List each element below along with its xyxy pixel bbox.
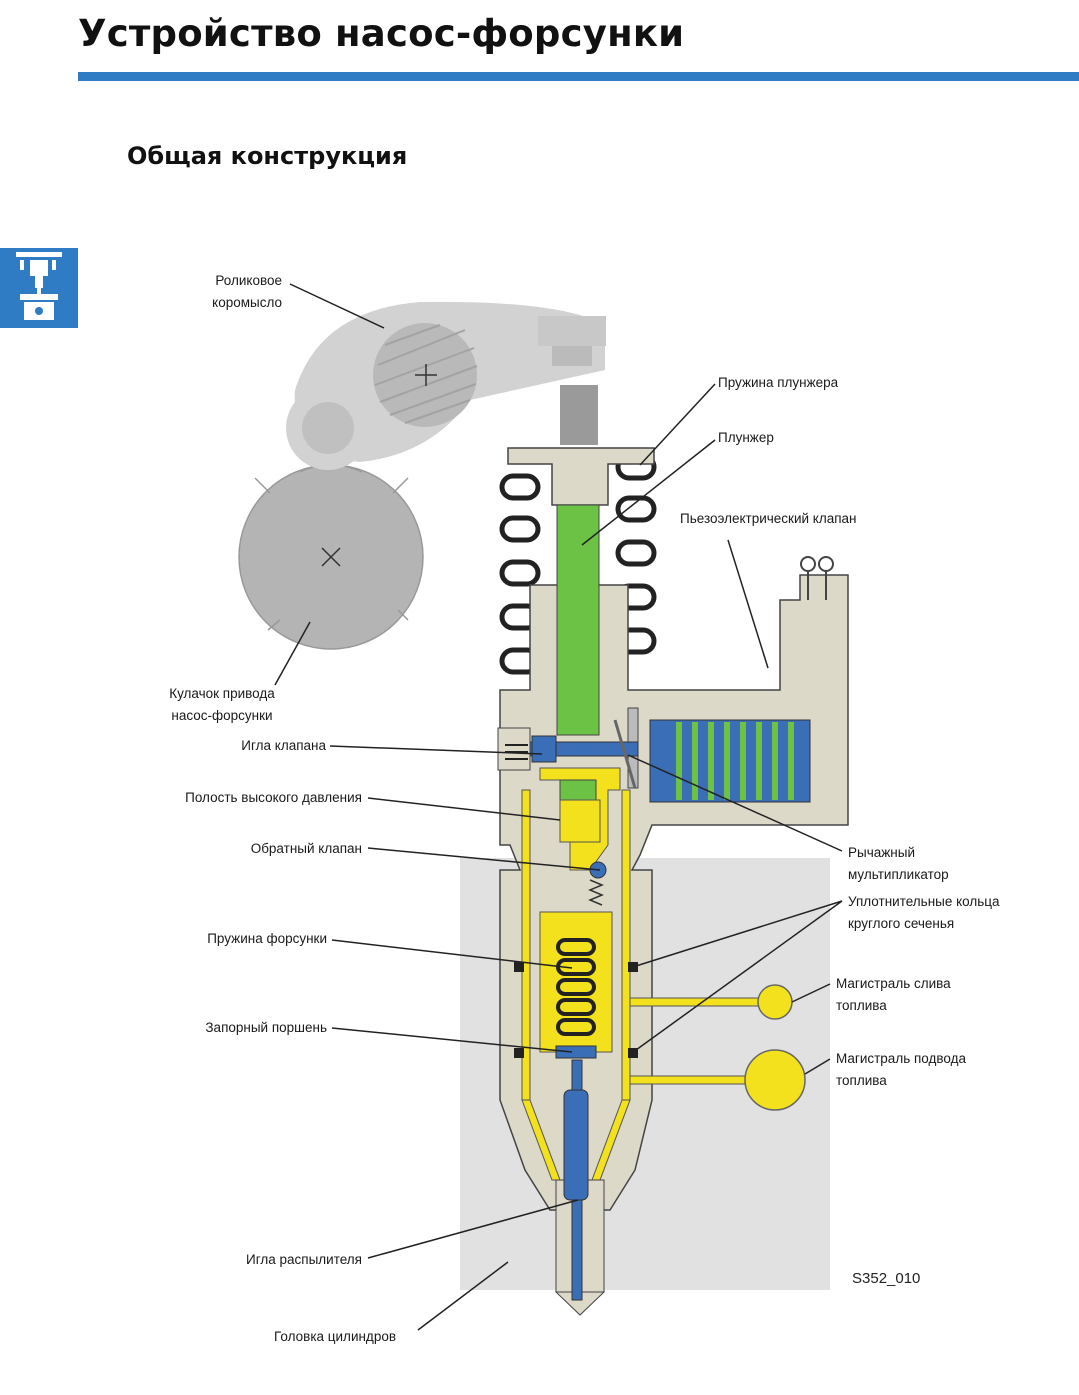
nozzle bbox=[554, 1059, 606, 1316]
label-cam: Кулачок привода насос-форсунки bbox=[150, 683, 294, 727]
valve-needle bbox=[497, 727, 639, 771]
label-roller-rocker: Роликовое коромысло bbox=[160, 270, 282, 314]
label-plunger: Плунжер bbox=[718, 430, 774, 445]
label-o-rings: Уплотнительные кольца круглого сеченья bbox=[848, 894, 1000, 931]
plunger-spring bbox=[499, 453, 657, 675]
section-tab-icon bbox=[0, 248, 78, 328]
injector-spring bbox=[556, 938, 596, 1036]
label-check-valve: Обратный клапан bbox=[250, 841, 362, 856]
label-high-pressure-chamber: Полость высокого давления bbox=[185, 790, 362, 805]
label-roller-rocker-text: Роликовое коромысло bbox=[212, 273, 282, 310]
roller-rocker bbox=[286, 301, 606, 470]
label-cylinder-head: Головка цилиндров bbox=[274, 1329, 397, 1344]
label-lever-multiplier: Рычажный мультипликатор bbox=[848, 845, 949, 882]
spring-cap bbox=[507, 447, 655, 506]
plunger bbox=[556, 504, 600, 801]
label-fuel-supply: Магистраль подвода топлива bbox=[836, 1051, 966, 1088]
title-rule bbox=[78, 72, 1079, 81]
piezo-stack bbox=[627, 707, 811, 803]
label-nozzle-needle: Игла распылителя bbox=[246, 1252, 362, 1267]
label-injector-spring: Пружина форсунки bbox=[207, 931, 327, 946]
label-valve-needle: Игла клапана bbox=[241, 738, 326, 753]
fuel-channels bbox=[521, 767, 806, 1181]
high-pressure-chamber bbox=[559, 799, 601, 843]
cam-lobe bbox=[238, 464, 424, 650]
leader-lines bbox=[274, 283, 843, 1331]
lever-multiplier bbox=[613, 719, 637, 789]
label-shutoff-piston: Запорный поршень bbox=[205, 1020, 327, 1035]
injector-icon bbox=[16, 252, 62, 320]
label-plunger-spring: Пружина плунжера bbox=[718, 375, 839, 390]
page-title: Устройство насос-форсунки bbox=[78, 12, 685, 55]
shutoff-piston bbox=[555, 1045, 597, 1059]
label-fuel-return: Магистраль слива топлива bbox=[836, 976, 951, 1013]
section-title: Общая конструкция bbox=[127, 142, 408, 170]
figure-code: S352_010 bbox=[852, 1270, 921, 1287]
label-piezo-valve: Пьезоэлектрический клапан bbox=[680, 511, 857, 526]
o-rings bbox=[514, 962, 638, 1058]
label-cam-text: Кулачок привода насос-форсунки bbox=[169, 686, 275, 723]
